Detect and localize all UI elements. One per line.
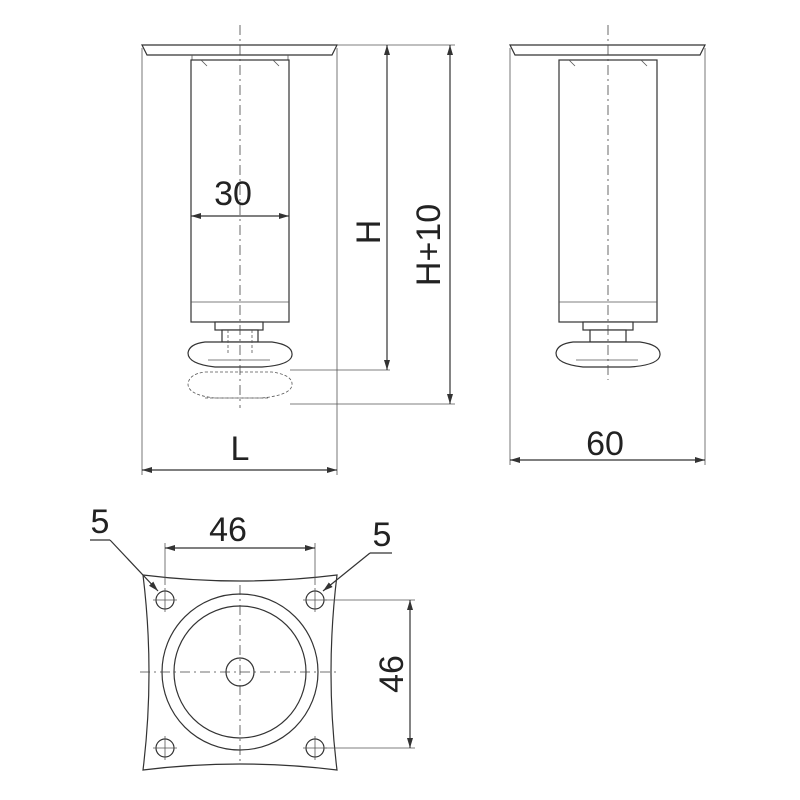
side-view: [509, 25, 706, 380]
dim-hole-spacing-y: 46: [325, 599, 415, 749]
top-view: [140, 574, 340, 771]
dim-hole-diameter-left: 5: [90, 503, 159, 592]
dim-plate-width-label: 60: [586, 425, 624, 463]
dim-height-plus-adjust: H+10: [290, 44, 455, 405]
dim-plate-width: 60: [509, 48, 706, 465]
dim-hole-diameter-right: 5: [322, 516, 392, 592]
dim-plate-length: L: [141, 48, 338, 475]
dim-plate-length-label: L: [231, 430, 250, 468]
dim-hole-diameter-right-label: 5: [373, 516, 392, 554]
dim-tube-diameter: 30: [191, 175, 289, 219]
dim-tube-diameter-label: 30: [214, 175, 252, 213]
dim-hole-spacing-x-label: 46: [209, 511, 247, 549]
dim-height: H: [290, 44, 395, 371]
front-view: [141, 25, 338, 408]
dim-height-plus-adjust-label: H+10: [410, 204, 448, 286]
dim-height-label: H: [350, 220, 388, 245]
dim-hole-diameter-left-label: 5: [91, 503, 110, 541]
dim-hole-spacing-x: 46: [164, 511, 316, 585]
dim-hole-spacing-y-label: 46: [373, 655, 411, 693]
side-plate: [509, 44, 706, 56]
front-plate: [141, 44, 338, 56]
